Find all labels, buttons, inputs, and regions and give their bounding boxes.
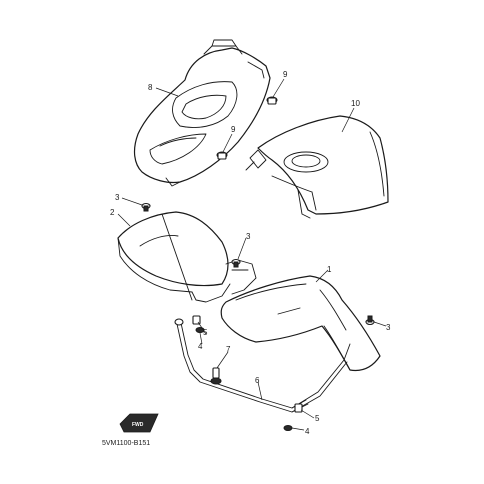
callout-5-left: 5 (203, 328, 208, 337)
callout-6: 6 (255, 376, 260, 385)
part-9-fastener-upper (266, 96, 278, 105)
callout-10: 10 (351, 99, 360, 108)
part-5-collar-right (294, 403, 303, 413)
fwd-direction-arrow: FWD (119, 413, 159, 433)
callout-4-right: 4 (305, 427, 310, 436)
callout-9-lower: 9 (231, 125, 236, 134)
callout-2: 2 (110, 208, 115, 217)
callout-9-upper: 9 (283, 70, 288, 79)
callout-4-left: 4 (198, 342, 203, 351)
part-8-front-cowl (133, 39, 271, 187)
part-9-fastener-lower (216, 151, 228, 160)
callout-8: 8 (148, 83, 153, 92)
part-4-washer-left (195, 327, 205, 333)
fwd-label: FWD (132, 422, 144, 428)
part-3-grommet-middle (231, 258, 241, 268)
part-7-bolt (210, 367, 222, 385)
part-3-grommet-right (365, 315, 375, 326)
callout-5-right: 5 (315, 414, 320, 423)
part-6-fender-stay (174, 318, 351, 413)
leader-lines (117, 78, 387, 431)
callout-3-upper: 3 (115, 193, 120, 202)
drawing-code: 5VM1100-B151 (102, 440, 150, 447)
part-1-rear-fender (220, 275, 381, 372)
part-4-washer-right (283, 425, 293, 431)
callout-labels: 8 9 9 10 3 2 3 1 5 4 3 7 6 5 4 (110, 70, 391, 436)
callout-3-middle: 3 (246, 232, 251, 241)
part-2-seat (117, 211, 257, 303)
callout-7: 7 (226, 345, 231, 354)
part-3-grommet-upper (141, 202, 151, 212)
callout-3-right: 3 (386, 323, 391, 332)
callout-1: 1 (327, 265, 332, 274)
part-10-tank-cover (245, 115, 389, 219)
